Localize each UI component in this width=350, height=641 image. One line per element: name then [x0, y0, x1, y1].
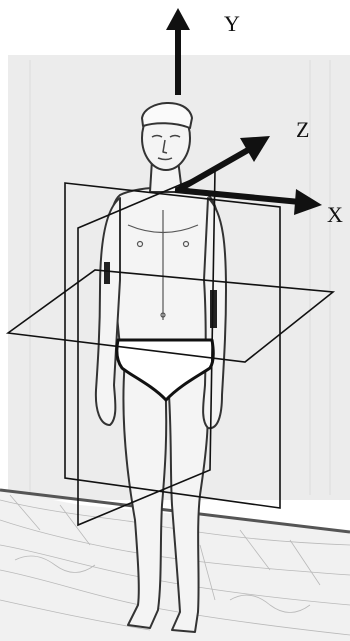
x-axis-label: X: [327, 202, 343, 227]
z-axis-label: Z: [296, 117, 309, 142]
y-axis-label: Y: [224, 11, 240, 36]
torso: [110, 188, 220, 346]
marker-right: [104, 262, 110, 284]
